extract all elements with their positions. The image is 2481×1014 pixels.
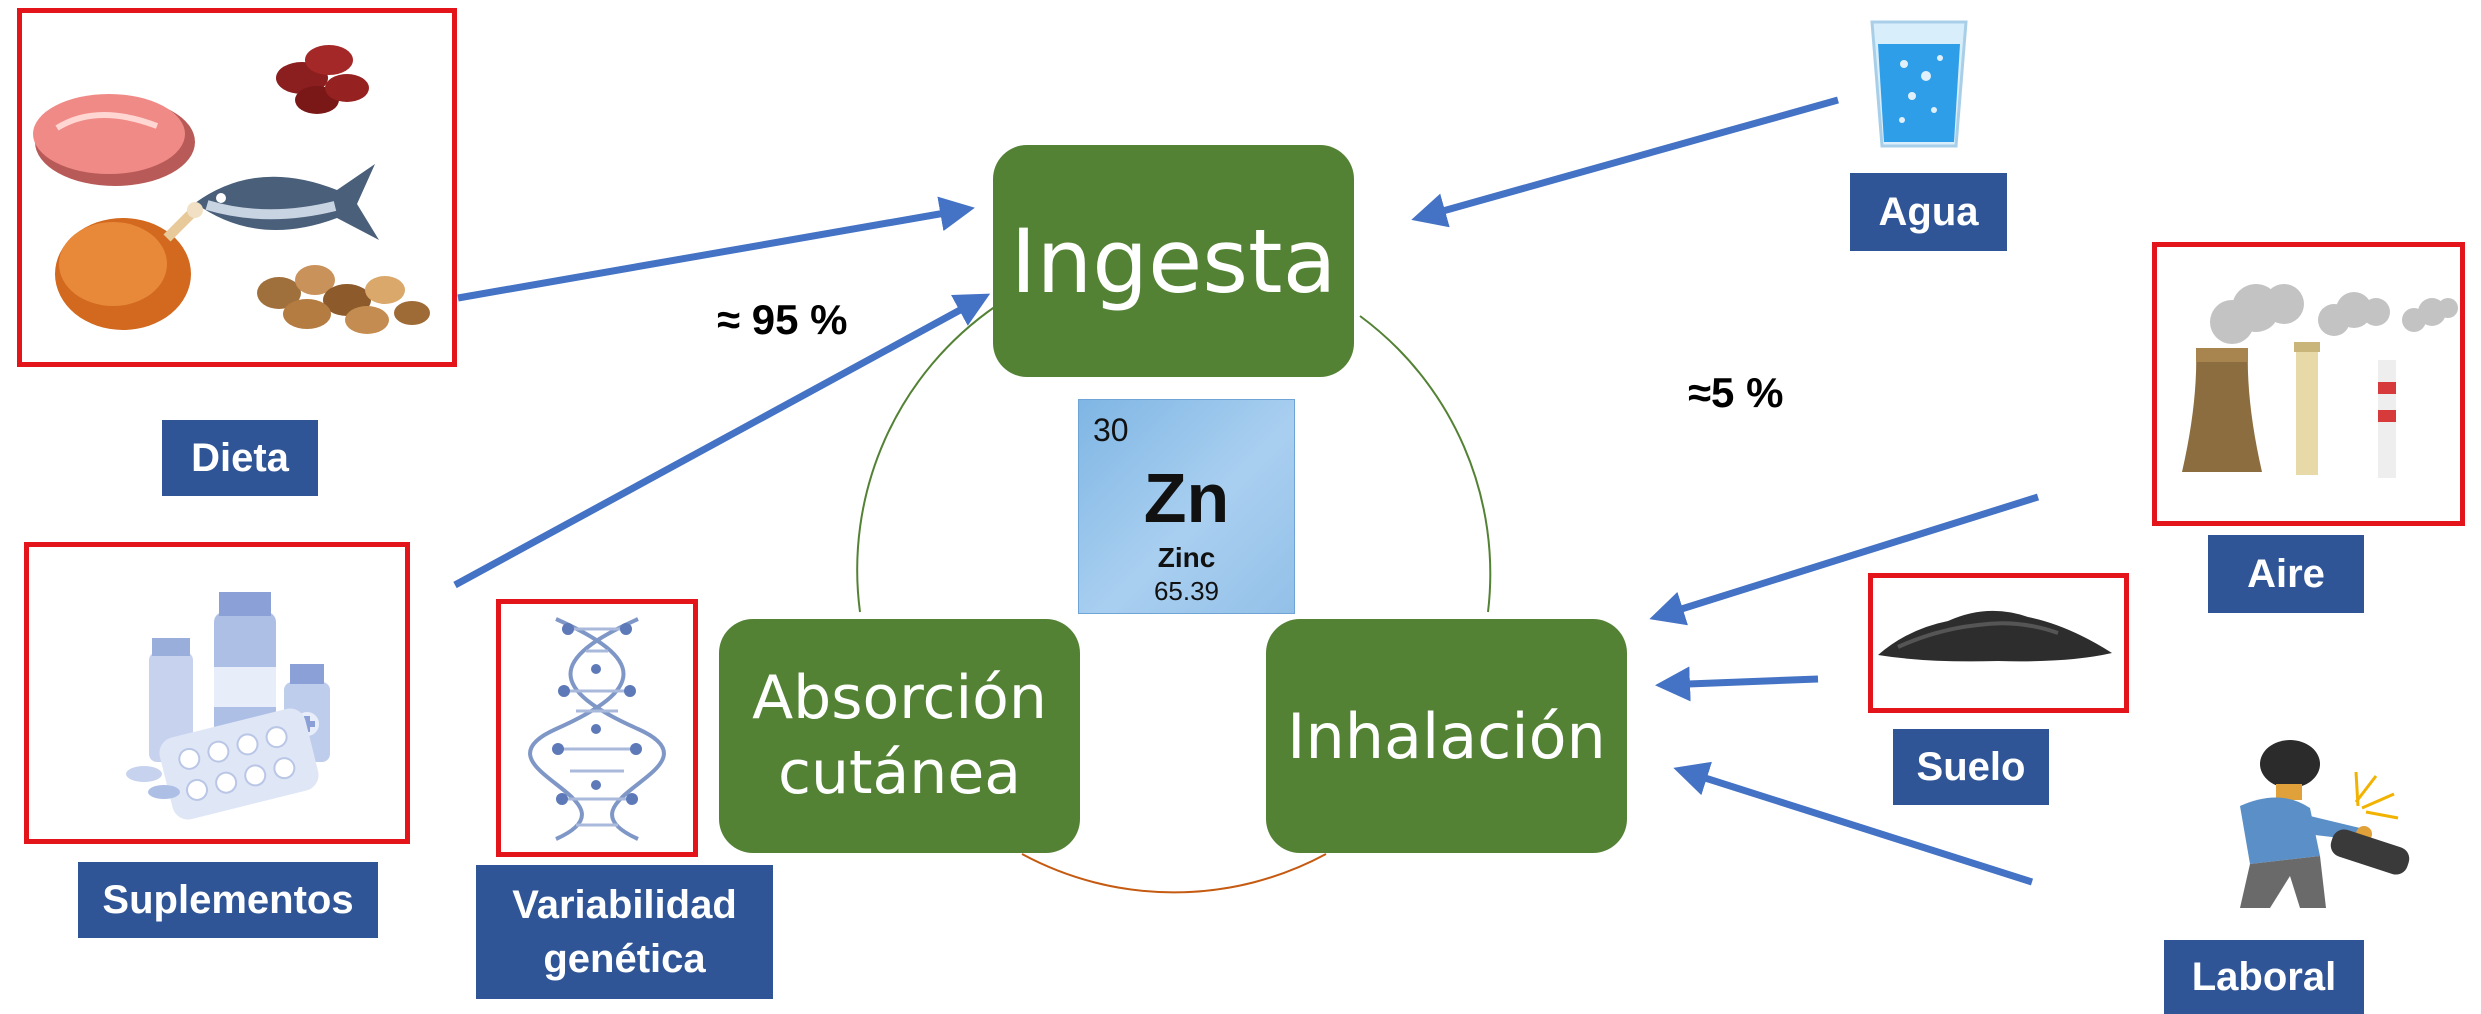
arrow-dieta — [457, 196, 975, 302]
water-glass-icon — [1870, 20, 1968, 148]
label-suelo: Suelo — [1893, 729, 2049, 805]
element-name: Zinc — [1157, 542, 1216, 573]
node-absorcion-line1: Absorción — [752, 663, 1047, 733]
node-ingesta: Ingesta — [993, 145, 1354, 377]
cycle-arc-bottom — [1021, 853, 1327, 894]
label-suplementos-text: Suplementos — [102, 878, 354, 922]
dna-icon — [528, 617, 666, 841]
atomic-number: 30 — [1093, 412, 1129, 448]
node-inhalacion: Inhalación — [1266, 619, 1627, 853]
highlight-aire — [2152, 242, 2465, 526]
percent-inhalacion: ≈5 % — [1688, 369, 1784, 416]
food-icon — [33, 45, 430, 334]
welder-icon — [2240, 740, 2410, 908]
label-dieta-text: Dieta — [191, 436, 289, 480]
arrow-suelo — [1655, 666, 1819, 702]
highlight-suplementos — [24, 542, 410, 844]
zinc-element-tile: 30 Zn Zinc 65.39 — [1078, 399, 1295, 614]
atomic-mass: 65.39 — [1153, 576, 1220, 606]
label-variabilidad-line1: Variabilidad — [512, 883, 737, 927]
highlight-suelo — [1868, 573, 2129, 713]
label-suplementos: Suplementos — [78, 862, 378, 938]
label-variabilidad-genetica: Variabilidad genética — [476, 865, 773, 999]
label-aire: Aire — [2208, 535, 2364, 613]
label-laboral-text: Laboral — [2191, 955, 2337, 999]
node-absorcion-cutanea: Absorción cutánea — [719, 619, 1080, 853]
cycle-arc-right — [1359, 315, 1492, 613]
label-agua: Agua — [1850, 173, 2007, 251]
percent-ingesta: ≈ 95 % — [717, 296, 848, 343]
cycle-arc-left — [856, 305, 997, 613]
label-suelo-text: Suelo — [1916, 745, 2026, 789]
label-variabilidad-line2: genética — [543, 937, 706, 981]
arrow-suplementos — [453, 293, 991, 589]
arrow-laboral — [1673, 761, 2034, 886]
soil-icon — [1878, 610, 2112, 662]
highlight-variabilidad — [496, 599, 698, 857]
highlight-dieta — [17, 8, 457, 367]
arrow-agua — [1411, 96, 1839, 228]
label-agua-text: Agua — [1878, 190, 1979, 234]
factory-icon — [2182, 284, 2458, 478]
element-symbol: Zn — [1143, 459, 1230, 537]
label-laboral: Laboral — [2164, 940, 2364, 1014]
node-inhalacion-label: Inhalación — [1287, 699, 1606, 773]
label-dieta: Dieta — [162, 420, 318, 496]
node-ingesta-label: Ingesta — [1010, 209, 1337, 313]
label-aire-text: Aire — [2247, 552, 2325, 596]
supplements-icon — [126, 592, 330, 820]
arrow-aire — [1649, 493, 2040, 626]
node-absorcion-line2: cutánea — [777, 738, 1022, 808]
